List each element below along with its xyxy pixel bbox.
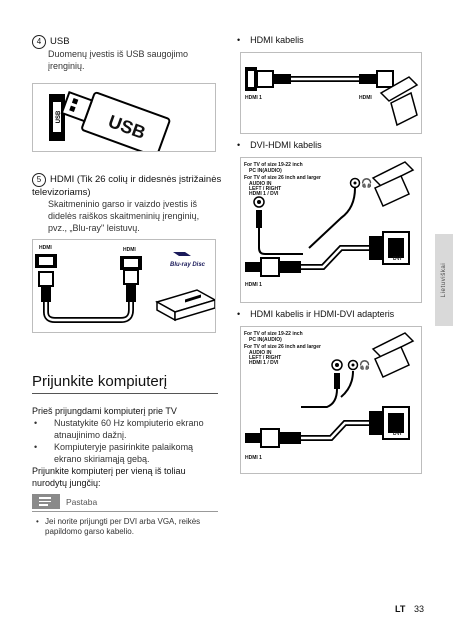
- note-icon: [32, 494, 60, 509]
- dvi-panel-line6: HDMI 1 / DVI: [249, 191, 279, 197]
- hdmi-illustration-panel: HDMI HDMI Blu-ray Disc: [32, 239, 216, 333]
- usb-number: 4: [32, 35, 46, 49]
- dvi-panel-line5: LEFT / RIGHT: [249, 186, 281, 192]
- usb-description: Duomenų įvestis iš USB saugojimo įrengin…: [48, 49, 189, 71]
- pc-section-title: Prijunkite kompiuterį: [32, 373, 168, 390]
- dvi-panel-line1: For TV of size 19-22 inch: [244, 162, 303, 168]
- hdmi-illustration: HDMI HDMI Blu-ray Disc: [35, 245, 215, 323]
- adapter-panel-line2: PC IN(AUDIO): [249, 337, 282, 343]
- adapter-panel-line3: For TV of size 26 inch and larger: [244, 344, 321, 350]
- hdmi-cable-illustration: HDMI 1 HDMI: [245, 67, 419, 127]
- footer-page-number: 33: [414, 604, 425, 614]
- pc-bullet-2-text: Kompiuteryje pasirinkite palaikomą ekran…: [54, 442, 194, 464]
- hdmi-tv-label: HDMI: [39, 245, 52, 251]
- usb-illustration: USB USB: [49, 90, 171, 151]
- note-label: Pastaba: [66, 497, 98, 507]
- usb-side-label: USB: [56, 110, 62, 123]
- hdmi-dvi-adapter-panel: For TV of size 19-22 inch PC IN(AUDIO) F…: [240, 326, 422, 474]
- dvi-hdmi-panel: For TV of size 19-22 inch PC IN(AUDIO) F…: [240, 157, 422, 303]
- hdmi-number: 5: [32, 173, 46, 187]
- right-bullet-hdmi-dvi-adapter: HDMI kabelis ir HDMI-DVI adapteris: [237, 309, 394, 319]
- bluray-logo: Blu-ray Disc: [170, 262, 206, 268]
- dvi-connector-label: DVI: [393, 256, 402, 262]
- language-side-tab-label: Lietuviškai: [441, 262, 447, 298]
- adapter-panel-line6: HDMI 1 / DVI: [249, 360, 279, 366]
- pc-intro: Prieš prijungdami kompiuterį prie TV: [32, 406, 177, 416]
- adapter-panel-line1: For TV of size 19-22 inch: [244, 331, 303, 337]
- adapter-panel-line4: AUDIO IN: [249, 350, 272, 356]
- pc-bullet-1: • Nustatykite 60 Hz kompiuterio ekrano a…: [32, 417, 222, 441]
- adapter-panel-line5: LEFT / RIGHT: [249, 355, 281, 361]
- hdmi-player-label: HDMI: [123, 247, 136, 253]
- language-side-tab: Lietuviškai: [435, 234, 453, 326]
- pc-section-divider: [32, 393, 218, 394]
- hdmi-title: HDMI (Tik 26 colių ir didesnės įstrižain…: [32, 174, 222, 198]
- svg-text:🎧: 🎧: [361, 177, 372, 189]
- dvi-hdmi1-label: HDMI 1: [245, 282, 262, 288]
- note-text: Jei norite prijungti per DVI arba VGA, r…: [45, 517, 201, 536]
- svg-text:🎧: 🎧: [359, 359, 370, 371]
- pc-bullet-1-text: Nustatykite 60 Hz kompiuterio ekrano atn…: [54, 418, 204, 440]
- adapter-hdmi1-label: HDMI 1: [245, 455, 262, 461]
- right-bullet-dvi-hdmi: DVI-HDMI kabelis: [237, 140, 322, 150]
- dvi-panel-line4: AUDIO IN: [249, 181, 272, 187]
- note-item: • Jei norite prijungti per DVI arba VGA,…: [36, 517, 216, 537]
- dvi-panel-line2: PC IN(AUDIO): [249, 168, 282, 174]
- usb-heading: 4 USB: [32, 35, 70, 49]
- hdmi-cable-panel: HDMI 1 HDMI: [240, 52, 422, 134]
- adapter-dvi-label: DVI: [393, 431, 402, 437]
- dvi-hdmi-illustration: For TV of size 19-22 inch PC IN(AUDIO) F…: [244, 161, 415, 288]
- footer-lang: LT: [395, 604, 406, 614]
- hdmi-description: Skaitmeninio garso ir vaizdo įvestis iš …: [48, 199, 200, 233]
- pc-bullet-2: • Kompiuteryje pasirinkite palaikomą ekr…: [32, 441, 222, 465]
- hdmi-dvi-adapter-illustration: For TV of size 19-22 inch PC IN(AUDIO) F…: [244, 331, 415, 461]
- hdmi-cable-right-label: HDMI: [359, 95, 372, 101]
- usb-title: USB: [50, 36, 70, 47]
- pc-outro: Prijunkite kompiuterį per vieną iš tolia…: [32, 466, 186, 488]
- hdmi-cable-left-label: HDMI 1: [245, 95, 262, 101]
- right-bullet-hdmi-cable: HDMI kabelis: [237, 35, 304, 45]
- dvi-panel-line3: For TV of size 26 inch and larger: [244, 175, 321, 181]
- note-divider: [32, 511, 218, 512]
- usb-illustration-panel: USB USB: [32, 83, 216, 152]
